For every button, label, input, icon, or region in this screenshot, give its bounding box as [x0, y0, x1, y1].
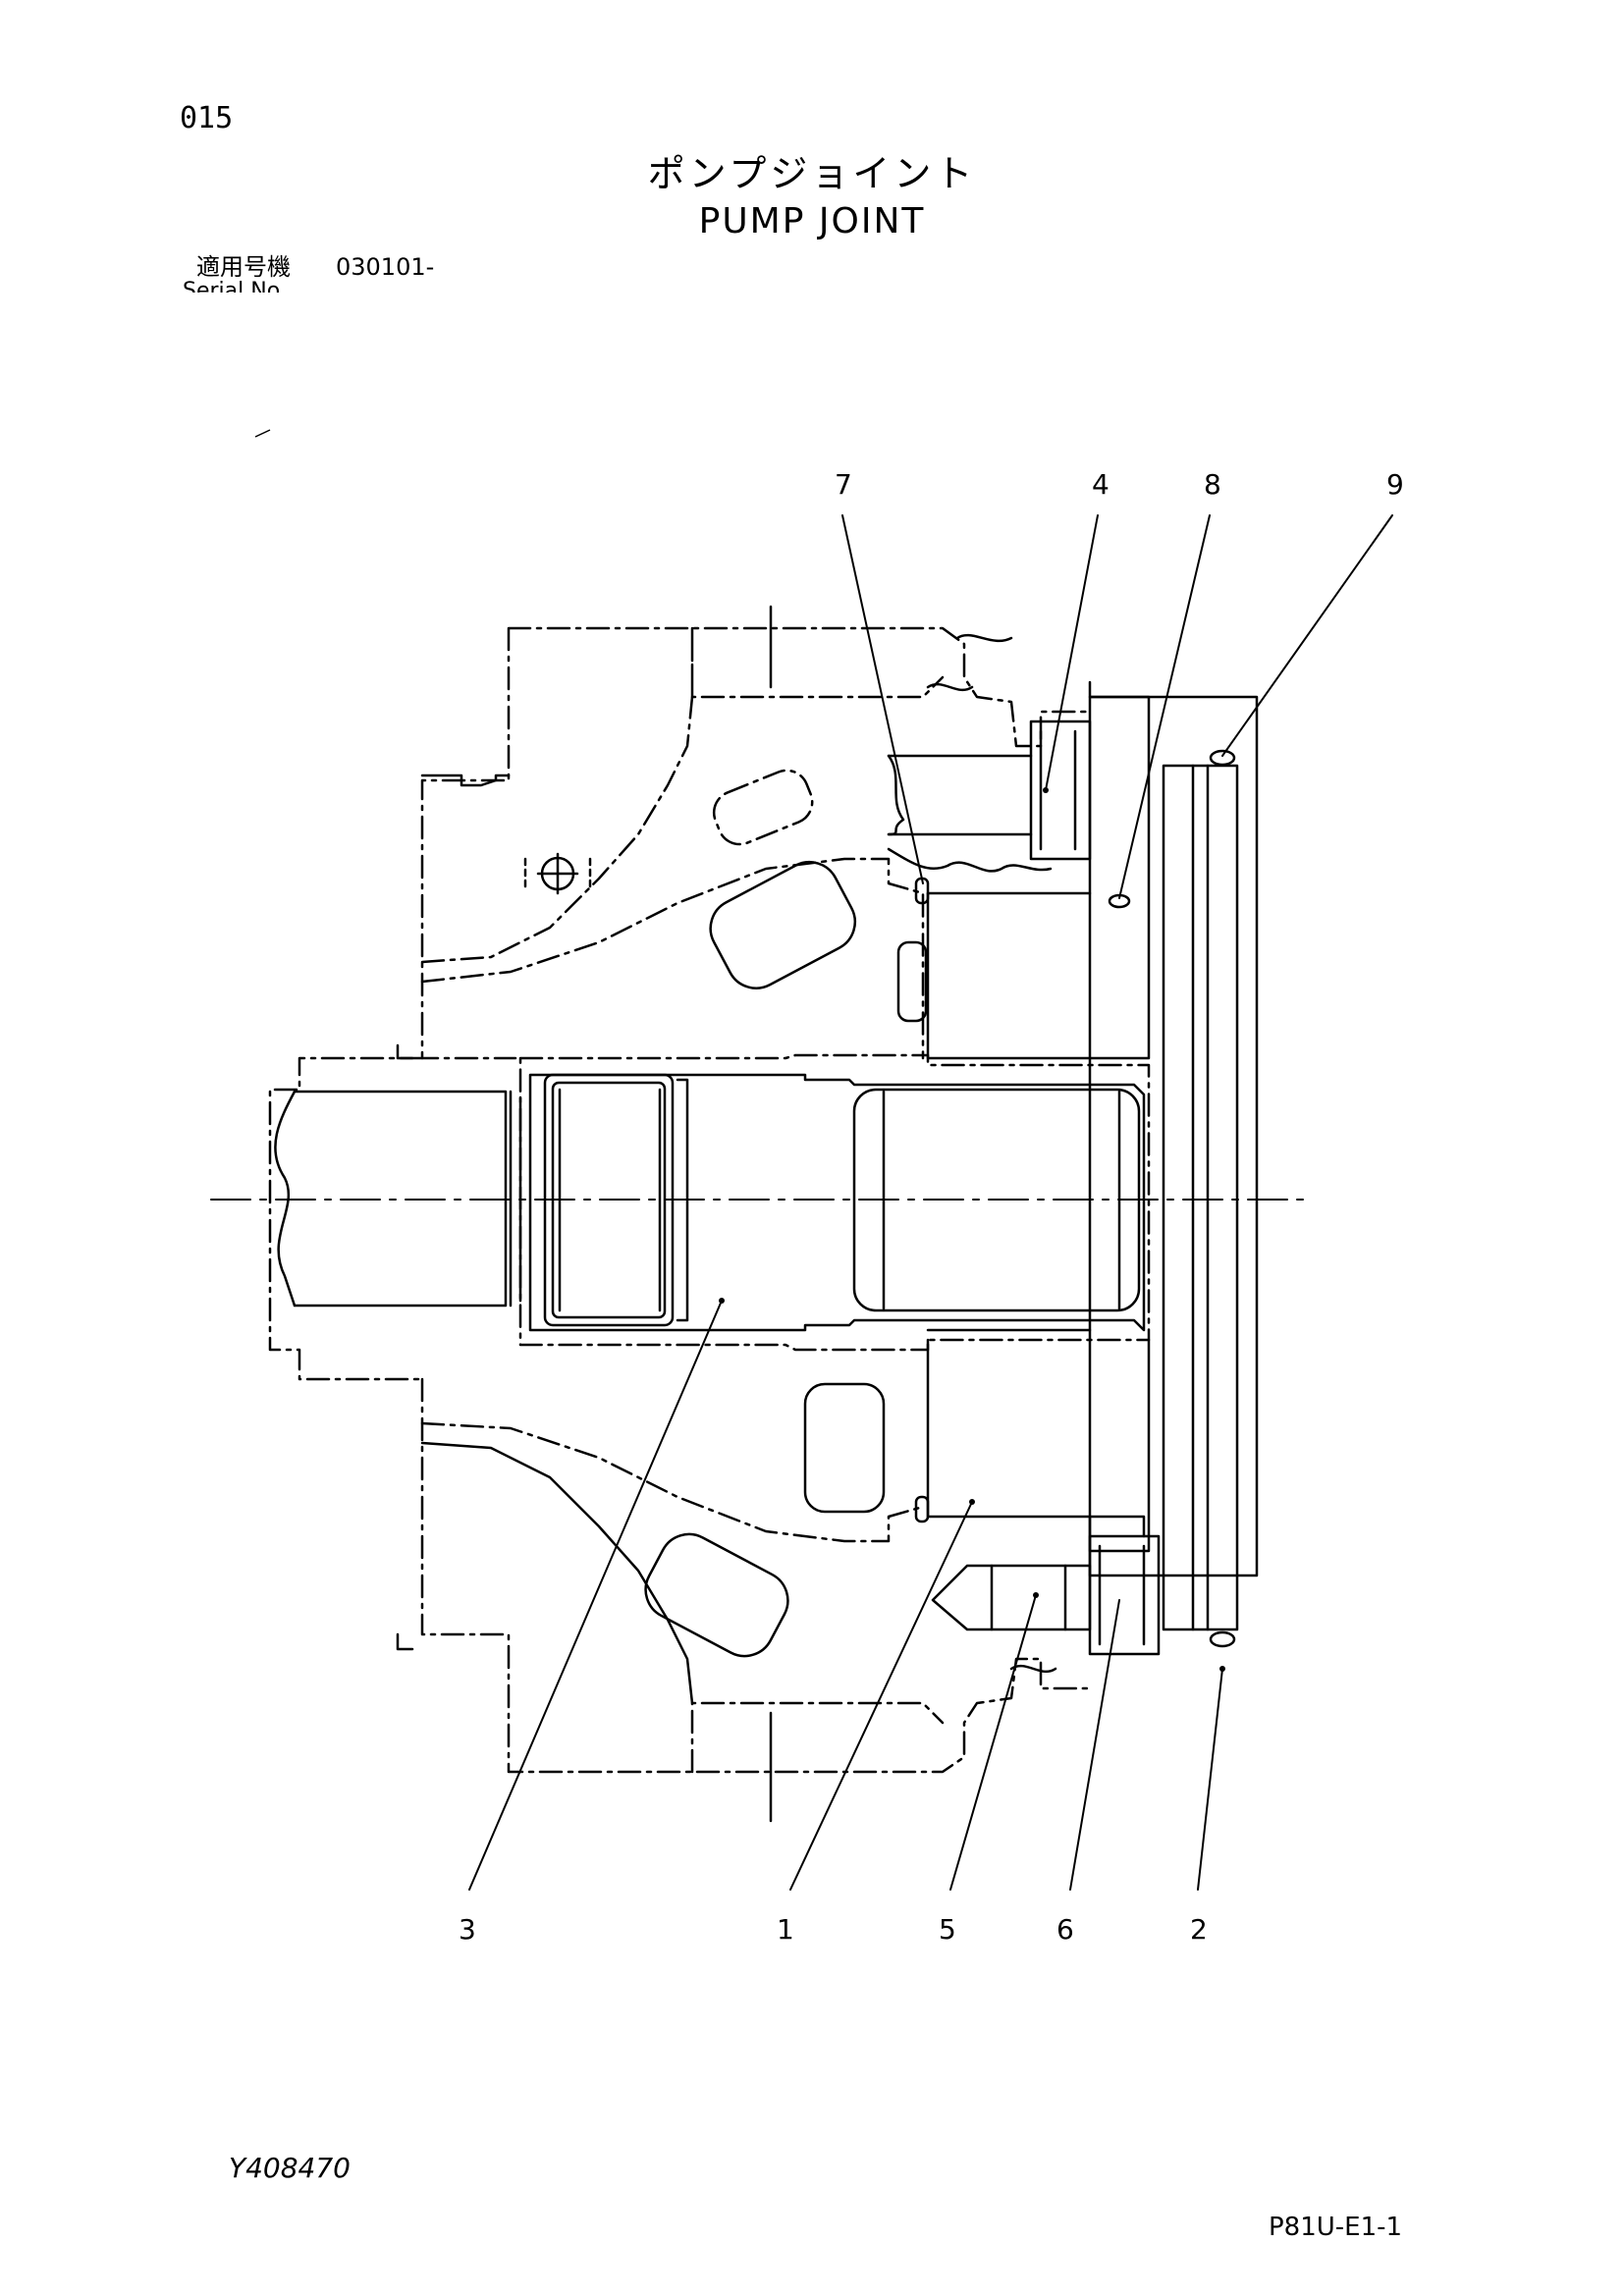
title-japanese: ポンプジョイント	[647, 152, 977, 195]
upper-cavity-3	[896, 940, 928, 1023]
callout-2: 2	[1190, 1913, 1208, 1946]
leader-1	[789, 1501, 973, 1891]
housing-lower-duct-2	[420, 1441, 694, 1705]
callout-9: 9	[1386, 468, 1404, 501]
leader-9	[1221, 514, 1393, 757]
housing-lower-duct	[420, 1421, 925, 1543]
lower-cavity-1	[803, 1382, 886, 1514]
upper-cavity-2	[709, 860, 857, 989]
housing-upper-duct-2	[420, 857, 925, 1060]
flange-body-1	[926, 680, 1151, 1553]
callout-4: 4	[1092, 468, 1110, 501]
callout-3: 3	[459, 1913, 476, 1946]
oring-9	[1209, 749, 1236, 767]
page-code: P81U-E1-1	[1269, 2213, 1403, 2242]
washer-6	[1088, 1534, 1161, 1656]
serial-value: 030101-	[336, 253, 435, 281]
leader-2	[1197, 1668, 1223, 1891]
plate-2-inner	[1162, 764, 1239, 1631]
housing-lower-outline	[420, 1377, 1092, 1774]
callout-7: 7	[835, 468, 852, 501]
callout-6: 6	[1056, 1913, 1074, 1946]
housing-lower-inner	[690, 1701, 945, 1774]
title-english: PUMP JOINT	[698, 201, 926, 241]
upper-cavity-1	[712, 769, 814, 846]
leader-6	[1069, 1599, 1120, 1891]
hub-part-3	[528, 1073, 1146, 1332]
housing-upper-outline	[420, 626, 1092, 1060]
callout-8: 8	[1204, 468, 1221, 501]
leader-7	[841, 514, 924, 884]
serial-sublabel: Serial No.	[183, 281, 287, 293]
housing-upper-inner	[690, 626, 945, 699]
leader-5	[949, 1594, 1037, 1891]
callout-1: 1	[777, 1913, 794, 1946]
coupling-boundary	[518, 1053, 1151, 1352]
housing-upper-duct	[420, 695, 694, 964]
lower-cavity-2	[644, 1532, 789, 1658]
drawing-number: Y408470	[229, 2152, 351, 2184]
upper-boss	[268, 1056, 424, 1381]
page-number: 015	[180, 101, 234, 135]
leader-3	[468, 1300, 723, 1891]
leader-4	[1045, 514, 1099, 791]
oring-9b	[1209, 1630, 1236, 1648]
callout-5: 5	[939, 1913, 956, 1946]
plate-2	[1088, 695, 1259, 1577]
leader-8	[1118, 514, 1211, 899]
serial-label: 適用号機	[196, 253, 291, 281]
housing-upper-flange	[420, 774, 511, 787]
